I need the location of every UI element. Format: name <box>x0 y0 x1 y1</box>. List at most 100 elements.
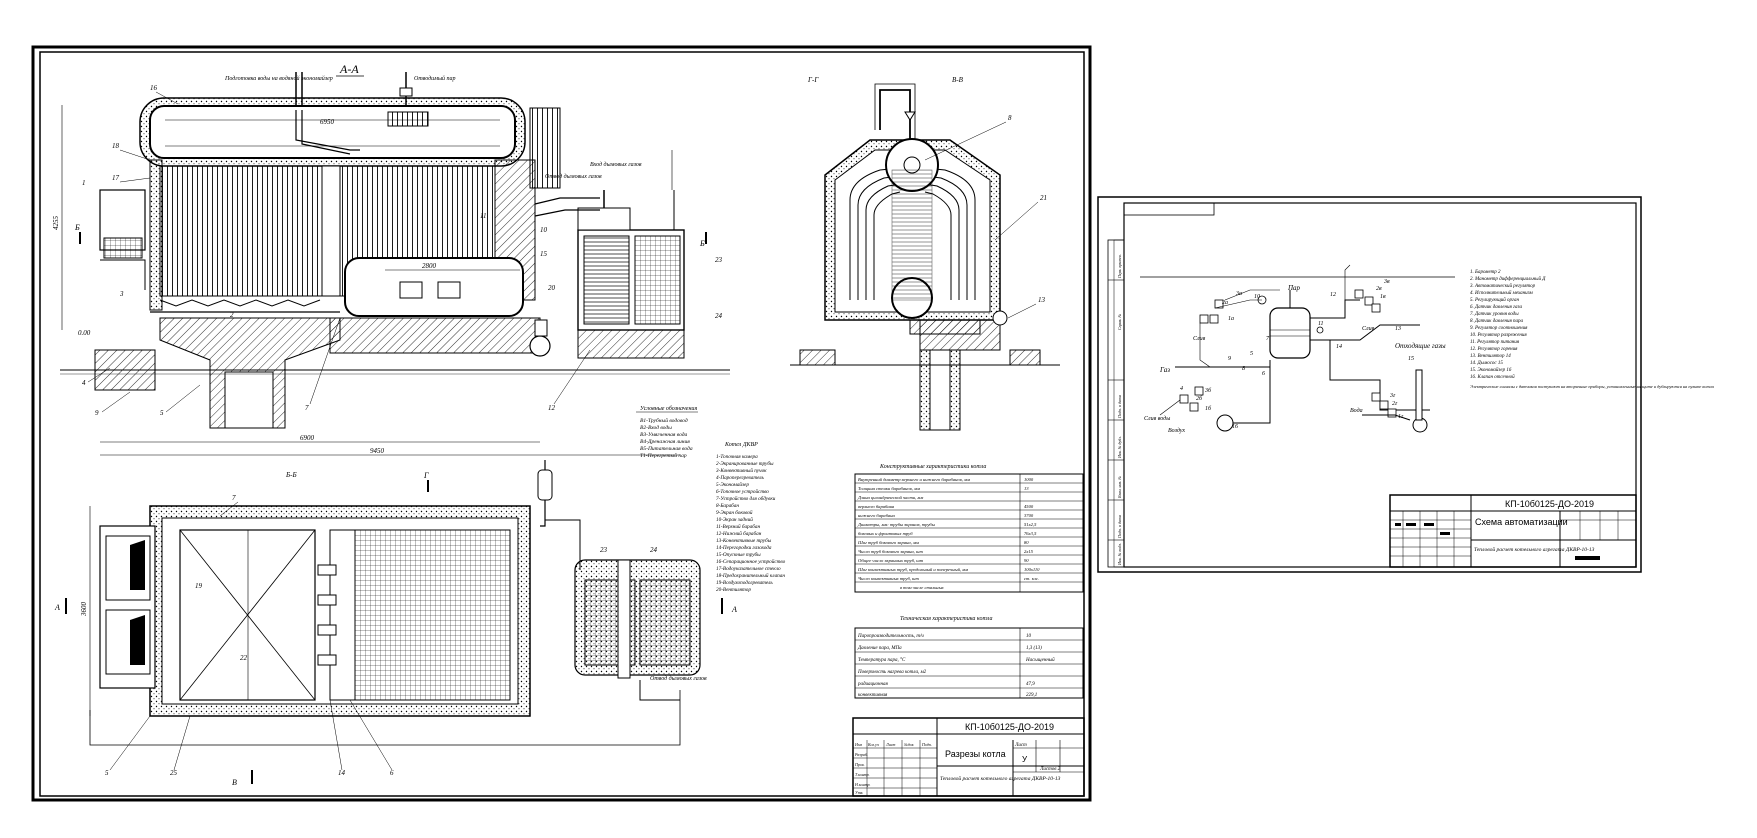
svg-text:14-Перегородки газохода: 14-Перегородки газохода <box>716 544 772 551</box>
svg-text:0.00: 0.00 <box>78 329 91 337</box>
svg-text:Пров.: Пров. <box>854 762 865 767</box>
svg-text:Перв. примен.: Перв. примен. <box>1117 254 1122 279</box>
svg-text:25: 25 <box>170 769 178 777</box>
svg-text:3в: 3в <box>1383 279 1390 285</box>
svg-text:6950: 6950 <box>320 118 335 126</box>
svg-text:13: 13 <box>1024 486 1029 491</box>
svg-text:16: 16 <box>150 84 158 92</box>
svg-text:Внутренний диаметр верхнего и: Внутренний диаметр верхнего и нижнего ба… <box>858 477 970 483</box>
svg-text:80: 80 <box>1024 540 1029 545</box>
svg-text:2. Манометр дифференциальный Д: 2. Манометр дифференциальный Д <box>1470 276 1546 282</box>
svg-text:13. Вентилятор 14: 13. Вентилятор 14 <box>1470 354 1511 359</box>
svg-text:Конструктивные характеристики: Конструктивные характеристики котла <box>879 464 986 470</box>
svg-text:4: 4 <box>82 379 86 387</box>
svg-text:Отвод дымовых газов: Отвод дымовых газов <box>650 675 707 682</box>
svg-text:11. Регулятор питания: 11. Регулятор питания <box>1470 340 1520 345</box>
svg-text:Инв. № подл.: Инв. № подл. <box>1117 543 1122 566</box>
svg-text:13: 13 <box>1038 296 1046 304</box>
svg-text:9: 9 <box>95 409 99 417</box>
svg-text:Отводимый пар: Отводимый пар <box>414 75 456 82</box>
svg-text:3700: 3700 <box>1024 513 1034 518</box>
svg-text:Разраб.: Разраб. <box>854 752 868 757</box>
sheet2-notes: 1. Барометр 2 2. Манометр дифференциальн… <box>1470 270 1715 390</box>
svg-text:8: 8 <box>1242 366 1245 372</box>
svg-text:24: 24 <box>650 546 658 554</box>
svg-text:Инв. № дубл.: Инв. № дубл. <box>1117 436 1122 459</box>
section-aa-view: А-А 6950 Подготовка воды на водяной экон… <box>52 62 730 456</box>
svg-text:Тепловой расчет котельного агр: Тепловой расчет котельного агрегата ДКВР… <box>940 775 1061 782</box>
svg-text:2-Экранированные трубы: 2-Экранированные трубы <box>716 460 774 467</box>
svg-text:6900: 6900 <box>300 434 315 442</box>
svg-text:6. Датчик давления газа: 6. Датчик давления газа <box>1470 305 1522 310</box>
sheet-1: А-А 6950 Подготовка воды на водяной экон… <box>31 45 1092 802</box>
svg-text:верхнего барабана: верхнего барабана <box>858 504 895 509</box>
svg-text:15: 15 <box>1408 356 1414 362</box>
svg-text:Отвод дымовых газов: Отвод дымовых газов <box>545 173 602 180</box>
svg-text:2в: 2в <box>1376 286 1382 292</box>
svg-text:А: А <box>731 605 737 614</box>
svg-text:9. Регулятор соотношения: 9. Регулятор соотношения <box>1470 326 1528 331</box>
svg-text:1-Топочная камера: 1-Топочная камера <box>716 454 758 460</box>
svg-text:9-Экран боковой: 9-Экран боковой <box>716 509 753 516</box>
svg-text:Б: Б <box>74 223 80 232</box>
svg-text:В4-Дренажная линия: В4-Дренажная линия <box>640 438 690 445</box>
svg-text:20: 20 <box>548 284 556 292</box>
svg-text:18: 18 <box>112 142 120 150</box>
svg-text:Поверхность нагрева котла, м2: Поверхность нагрева котла, м2 <box>857 670 927 675</box>
svg-text:Слив: Слив <box>1193 336 1206 342</box>
svg-text:10-Экран задний: 10-Экран задний <box>716 516 753 523</box>
svg-text:1: 1 <box>82 179 86 187</box>
svg-text:4: 4 <box>1180 385 1183 392</box>
sheet2-outer-frame <box>1097 196 1642 573</box>
svg-text:1б: 1б <box>1205 405 1212 412</box>
svg-text:3. Автоматический регулятор: 3. Автоматический регулятор <box>1470 283 1536 289</box>
svg-text:15. Экономайзер 16: 15. Экономайзер 16 <box>1470 367 1512 373</box>
svg-text:Н.контр.: Н.контр. <box>854 782 870 787</box>
svg-text:Число труб бокового экрана, шт: Число труб бокового экрана, шт <box>858 549 923 555</box>
svg-text:Котел ДКВР: Котел ДКВР <box>724 442 758 448</box>
svg-text:7: 7 <box>305 404 309 412</box>
svg-text:Воздух: Воздух <box>1168 427 1185 434</box>
svg-text:Общее число экранных труб, шт: Общее число экранных труб, шт <box>858 558 924 564</box>
svg-text:В-В: В-В <box>952 76 964 84</box>
svg-text:5: 5 <box>105 769 109 777</box>
svg-text:Лист: Лист <box>1014 743 1027 748</box>
svg-text:47,9: 47,9 <box>1026 682 1035 687</box>
svg-text:нижнего барабана: нижнего барабана <box>858 513 895 518</box>
svg-text:13: 13 <box>1395 326 1401 332</box>
svg-text:Вход дымовых газов: Вход дымовых газов <box>590 161 642 168</box>
svg-text:№док: №док <box>903 742 914 747</box>
convective-plan <box>329 529 511 701</box>
svg-text:5. Регулирующий орган: 5. Регулирующий орган <box>1470 297 1519 303</box>
section-bb-view: Б-Б Г В А А <box>54 460 737 787</box>
svg-text:1г: 1г <box>1398 414 1404 420</box>
svg-text:23: 23 <box>600 546 608 554</box>
sheet1-code: КП-10б0125-ДО-2019 <box>965 722 1054 732</box>
callouts-aa: 16 18 17 1 4 9 5 2 3 7 10 15 20 1 <box>82 84 723 417</box>
svg-text:Электрические сигналы с датчик: Электрические сигналы с датчиков поступа… <box>1470 384 1715 390</box>
svg-text:Толщина стенки барабанов, мм: Толщина стенки барабанов, мм <box>858 486 920 492</box>
svg-text:12: 12 <box>548 404 556 412</box>
table-tech: Техническая характеристика котла Паропро… <box>854 616 1084 699</box>
sheet2-left-strip: Перв. примен. Справ. № Подп. и дата Инв.… <box>1107 239 1125 568</box>
svg-text:6: 6 <box>390 769 394 777</box>
svg-text:9450: 9450 <box>370 447 385 455</box>
svg-text:21: 21 <box>1040 194 1047 202</box>
svg-text:23: 23 <box>715 256 723 264</box>
svg-text:5: 5 <box>1250 351 1253 357</box>
svg-text:17: 17 <box>112 174 120 182</box>
svg-text:8-Барабан: 8-Барабан <box>716 502 739 509</box>
svg-text:Изм: Изм <box>854 742 862 747</box>
svg-text:Число конвективных труб, шт: Число конвективных труб, шт <box>858 576 920 582</box>
svg-text:12: 12 <box>1330 292 1336 298</box>
svg-text:В3-Умягченная вода: В3-Умягченная вода <box>640 431 688 438</box>
svg-text:Справ. №: Справ. № <box>1117 314 1122 330</box>
svg-text:8: 8 <box>1008 114 1012 122</box>
legend-boiler: Котел ДКВР 1-Топочная камера 2-Экраниров… <box>716 442 786 593</box>
sheet1-inner-frame <box>39 51 1085 797</box>
svg-text:3б: 3б <box>1204 387 1212 394</box>
svg-text:14: 14 <box>338 769 346 777</box>
svg-text:Г-Г: Г-Г <box>807 76 819 84</box>
svg-text:Вода: Вода <box>1350 407 1363 414</box>
